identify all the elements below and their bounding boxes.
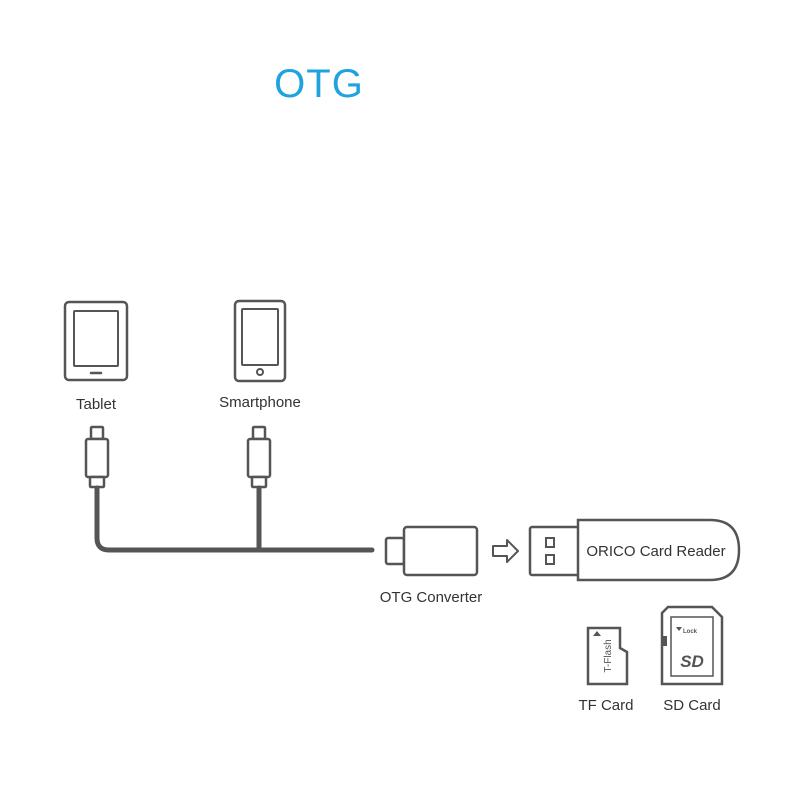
otg-converter-icon	[384, 525, 479, 577]
arrow-right-icon	[492, 539, 519, 563]
tablet-label: Tablet	[75, 396, 117, 413]
cable-lines	[94, 485, 375, 553]
tf-card-inner-text: T-Flash	[603, 639, 614, 672]
sd-card-label: SD Card	[663, 697, 721, 714]
sd-lock-text: Lock	[683, 629, 698, 635]
smartphone-label: Smartphone	[219, 394, 301, 411]
tablet-cable-plug-icon	[84, 425, 110, 489]
otg-converter-label: OTG Converter	[379, 589, 483, 606]
tf-card-icon	[586, 626, 629, 686]
smartphone-cable-plug-icon	[246, 425, 272, 489]
tf-card-label: TF Card	[578, 697, 634, 714]
sd-logo-text: SD	[680, 652, 704, 671]
smartphone-icon	[233, 299, 287, 383]
sd-card-icon	[660, 605, 724, 686]
page-title: OTG	[274, 62, 364, 106]
tablet-icon	[63, 300, 129, 382]
card-reader-icon	[528, 518, 741, 582]
card-reader-label: ORICO Card Reader	[586, 543, 725, 560]
